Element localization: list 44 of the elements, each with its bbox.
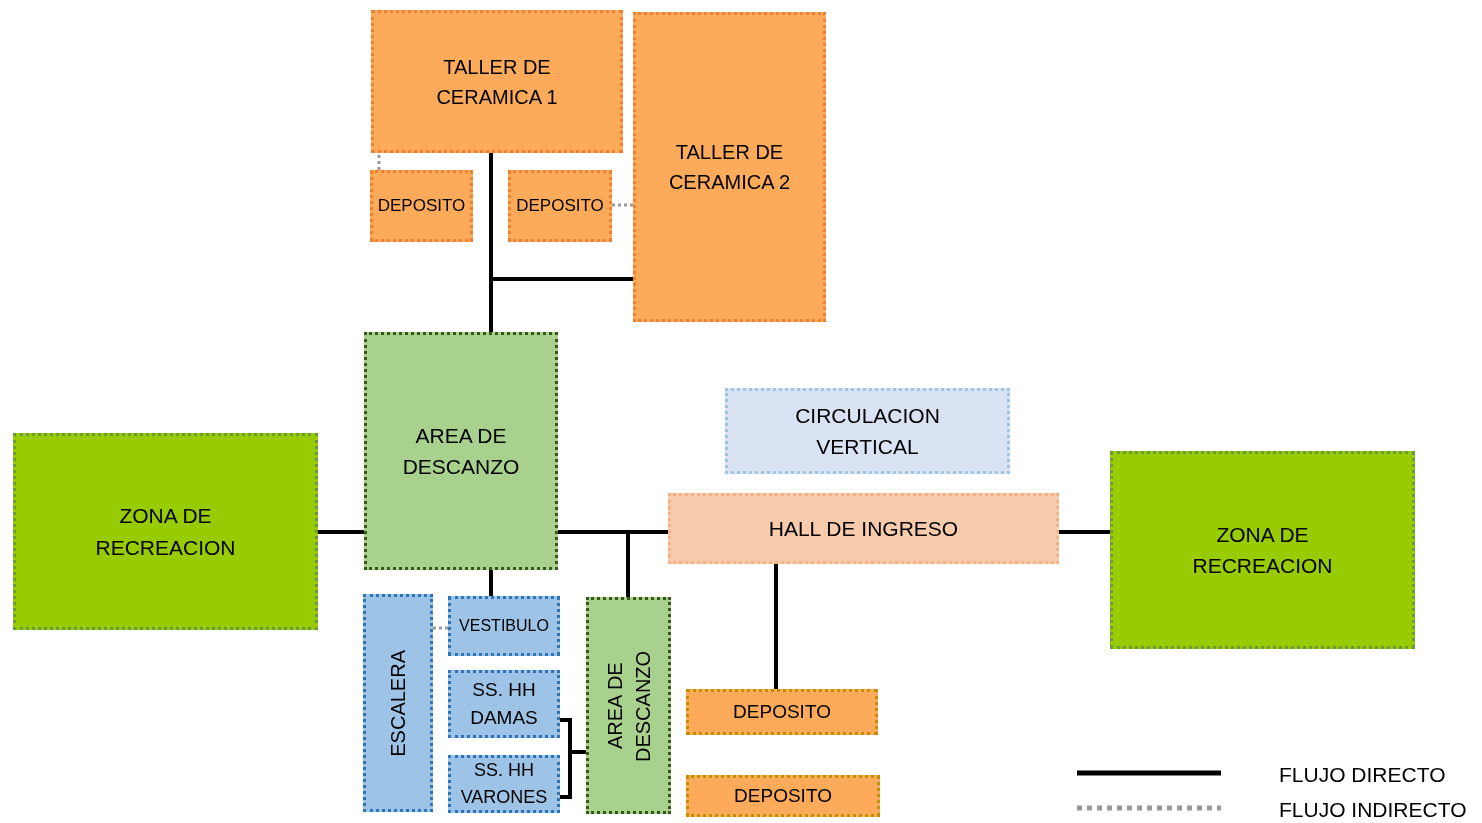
room-label: TALLER DE CERAMICA 2 <box>667 140 792 195</box>
legend-label: FLUJO DIRECTO <box>1279 762 1446 788</box>
dotted-connector <box>433 626 448 630</box>
room-box <box>448 670 560 738</box>
room-box <box>686 775 880 817</box>
dotted-connector <box>612 203 633 207</box>
room-box <box>686 689 878 735</box>
dotted-connector <box>377 153 381 170</box>
connector-line <box>558 530 630 597</box>
room-box <box>448 755 560 813</box>
room-box <box>448 596 560 656</box>
room-label: ZONA DE RECREACION <box>1191 521 1334 579</box>
room-label: CIRCULACION VERTICAL <box>794 402 941 460</box>
room-box <box>508 170 612 242</box>
connector-line <box>774 564 778 689</box>
room-box <box>364 332 558 570</box>
room-label: TALLER DE CERAMICA 1 <box>435 54 559 110</box>
room-label: DEPOSITO <box>515 195 605 218</box>
room-label: SS. HH VARONES <box>459 759 549 809</box>
legend-label: FLUJO INDIRECTO <box>1279 797 1467 823</box>
room-label: ZONA DE RECREACION <box>94 503 237 561</box>
room-label: HALL DE INGRESO <box>767 515 960 542</box>
room-label: SS. HH DAMAS <box>469 677 539 730</box>
room-box <box>13 433 318 630</box>
room-box <box>668 493 1059 564</box>
room-label: DEPOSITO <box>732 699 832 724</box>
connector-line <box>489 277 633 332</box>
vertical-room-box <box>586 597 671 814</box>
room-label: ESCALERA <box>386 649 410 757</box>
room-label: DEPOSITO <box>376 195 467 218</box>
room-label: DEPOSITO <box>733 783 833 808</box>
connector-line <box>318 530 364 534</box>
connector-line <box>560 750 586 799</box>
vertical-room-box <box>363 594 433 812</box>
room-label: AREA DE DESCANZO <box>602 648 655 764</box>
room-box <box>633 12 826 322</box>
room-label: AREA DE DESCANZO <box>401 422 521 480</box>
room-label: VESTIBULO <box>458 616 550 636</box>
room-box <box>371 10 623 153</box>
connector-line <box>1059 530 1110 534</box>
room-box <box>725 388 1010 474</box>
connector-line <box>489 570 493 596</box>
room-box <box>370 170 473 242</box>
room-box <box>1110 451 1415 649</box>
